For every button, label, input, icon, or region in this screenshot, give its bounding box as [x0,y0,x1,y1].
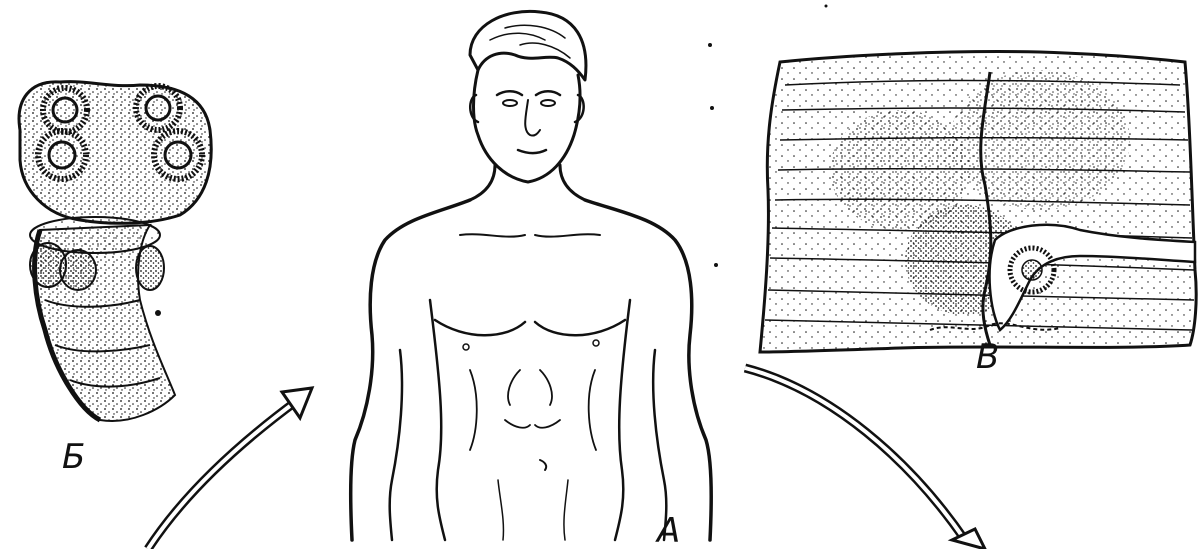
label-scolex: Б [62,440,85,474]
muscle-cyst-icon [760,52,1196,352]
curved-arrow-up-right-icon [148,388,312,549]
human-torso-icon [351,11,711,540]
label-muscle-tissue: В [976,340,999,374]
label-person: А [657,514,680,548]
curved-arrow-down-right-icon [745,368,985,549]
scolex-icon [19,82,211,421]
